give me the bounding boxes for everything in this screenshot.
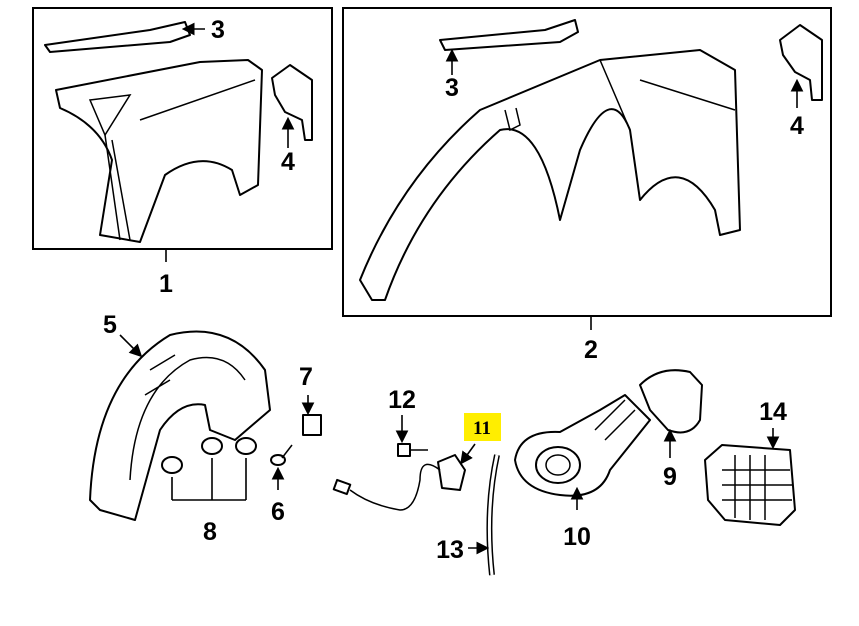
quarter-panel-2 — [359, 19, 823, 301]
callout-7: 7 — [299, 363, 313, 391]
callout-4: 4 — [281, 148, 295, 176]
callout-13: 13 — [436, 536, 464, 564]
callout-2: 2 — [584, 336, 598, 364]
fuel-door — [639, 369, 703, 434]
callout-8: 8 — [203, 518, 217, 546]
fuel-filler-housing — [514, 394, 651, 497]
wheelhouse-liner — [89, 330, 271, 521]
callout-4: 4 — [790, 112, 804, 140]
assembly-box-2 — [342, 7, 832, 317]
callout-10: 10 — [563, 523, 591, 551]
highlight-box-11 — [464, 413, 501, 441]
screw — [270, 444, 293, 466]
callout-12: 12 — [388, 386, 416, 414]
callout-6: 6 — [271, 498, 285, 526]
callout-9: 9 — [663, 463, 677, 491]
callout-5: 5 — [103, 311, 117, 339]
pressure-vent — [704, 444, 796, 526]
callout-3: 3 — [211, 16, 225, 44]
callout-14: 14 — [759, 398, 787, 426]
assembly-box-1 — [32, 7, 333, 250]
fuel-door-actuator — [332, 454, 466, 511]
callout-1: 1 — [159, 270, 173, 298]
bolt — [397, 443, 428, 457]
nut-clip — [302, 414, 322, 436]
clip-parts — [161, 437, 257, 474]
callout-11: 11 — [473, 418, 491, 439]
callout-3: 3 — [445, 74, 459, 102]
quarter-panel-1 — [44, 21, 313, 243]
